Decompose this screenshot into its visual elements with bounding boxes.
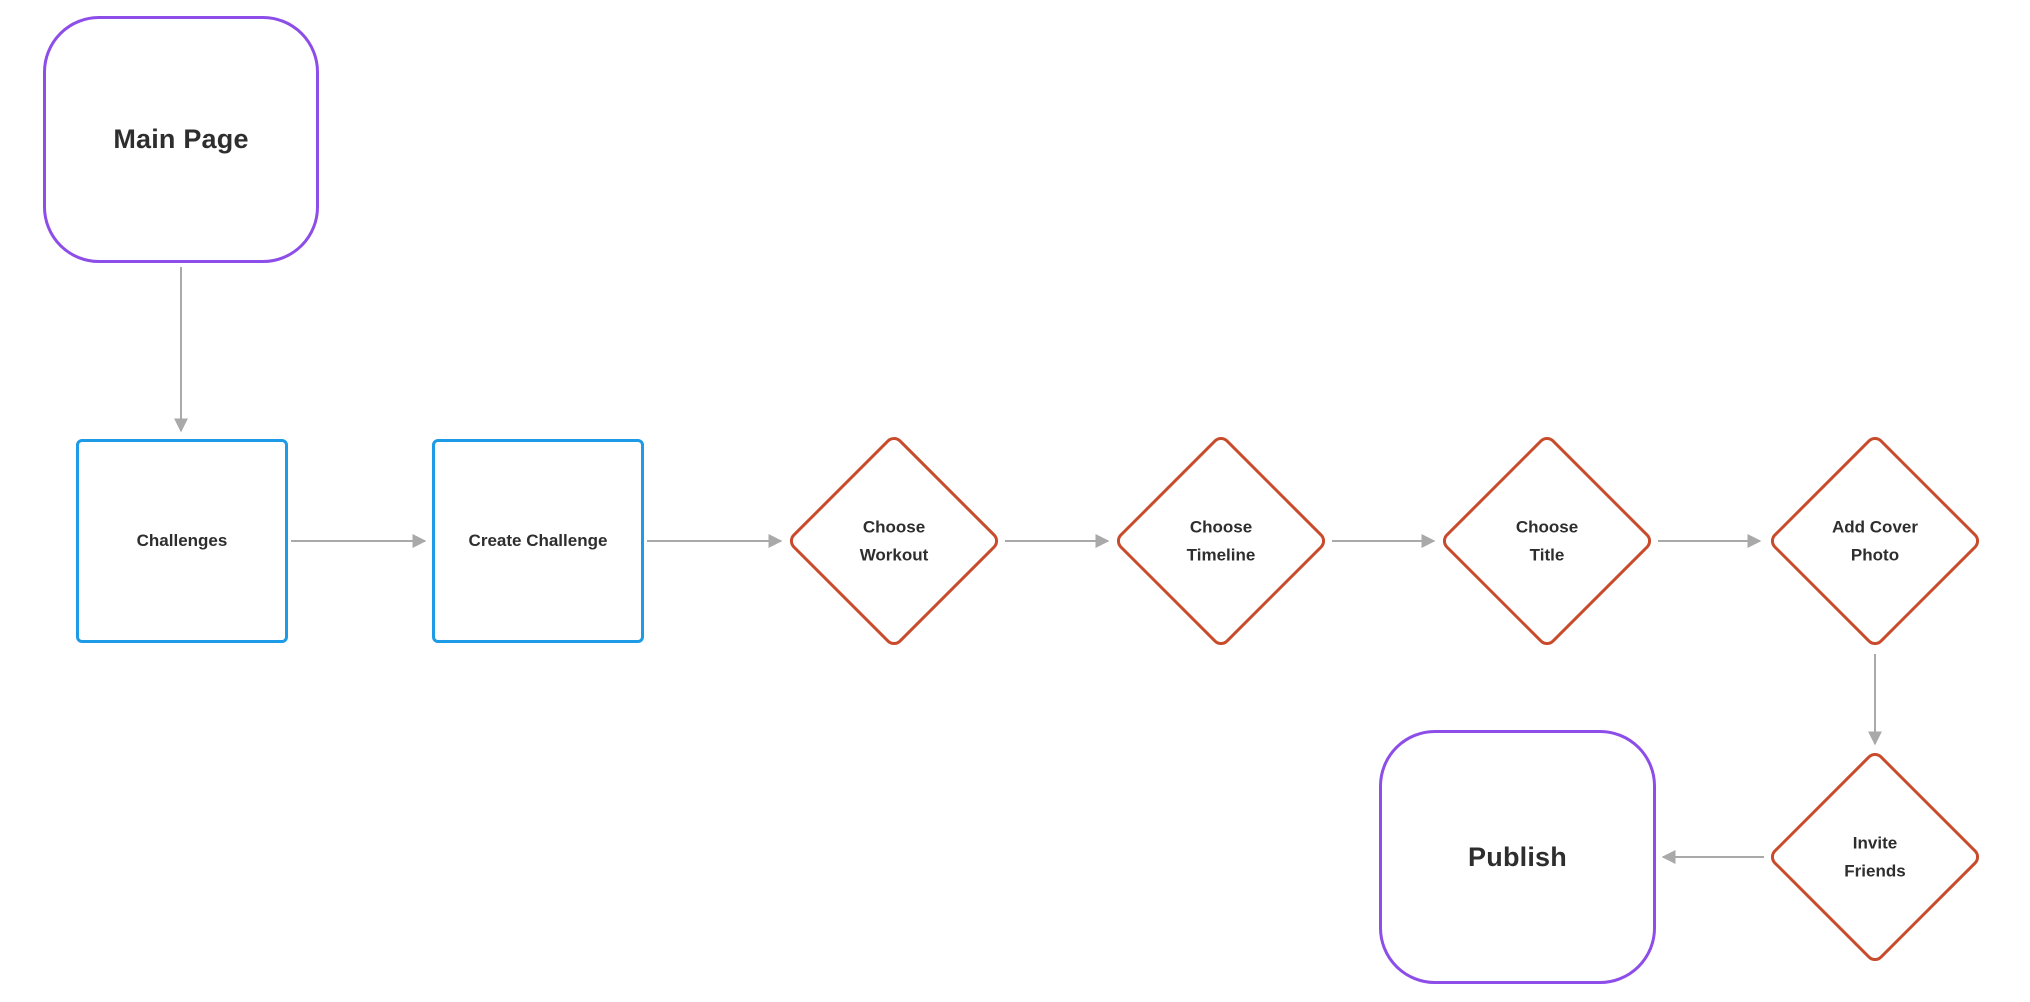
node-publish[interactable]: Publish [1379, 730, 1656, 984]
label-line-1: Add Cover [1832, 517, 1918, 536]
label-line-1: Choose [1515, 517, 1579, 536]
label-line-1: Invite [1852, 833, 1898, 852]
label-line-2: Timeline [1186, 545, 1256, 564]
label-line-2: Friends [1844, 861, 1906, 880]
node-choose-workout-label: Choose Workout [814, 513, 974, 569]
label-line-2: Workout [859, 545, 929, 564]
node-publish-label: Publish [1468, 841, 1567, 872]
label-line-2: Title [1529, 545, 1565, 564]
node-choose-workout[interactable]: Choose Workout [785, 432, 1003, 650]
node-create-challenge-label: Create Challenge [468, 531, 608, 550]
label-line-1: Choose [1189, 517, 1253, 536]
node-challenges-label: Challenges [136, 531, 228, 550]
node-main-page-label: Main Page [113, 124, 249, 154]
node-invite-friends-label: Invite Friends [1795, 829, 1955, 885]
node-main-page[interactable]: Main Page [43, 16, 319, 263]
node-invite-friends[interactable]: Invite Friends [1766, 748, 1984, 966]
node-choose-title[interactable]: Choose Title [1438, 432, 1656, 650]
label-line-1: Choose [862, 517, 926, 536]
node-choose-title-label: Choose Title [1467, 513, 1627, 569]
node-choose-timeline[interactable]: Choose Timeline [1112, 432, 1330, 650]
node-choose-timeline-label: Choose Timeline [1141, 513, 1301, 569]
node-challenges[interactable]: Challenges [76, 439, 288, 643]
node-add-cover-photo[interactable]: Add Cover Photo [1766, 432, 1984, 650]
node-create-challenge[interactable]: Create Challenge [432, 439, 644, 643]
label-line-2: Photo [1850, 545, 1900, 564]
node-add-cover-photo-label: Add Cover Photo [1795, 513, 1955, 569]
